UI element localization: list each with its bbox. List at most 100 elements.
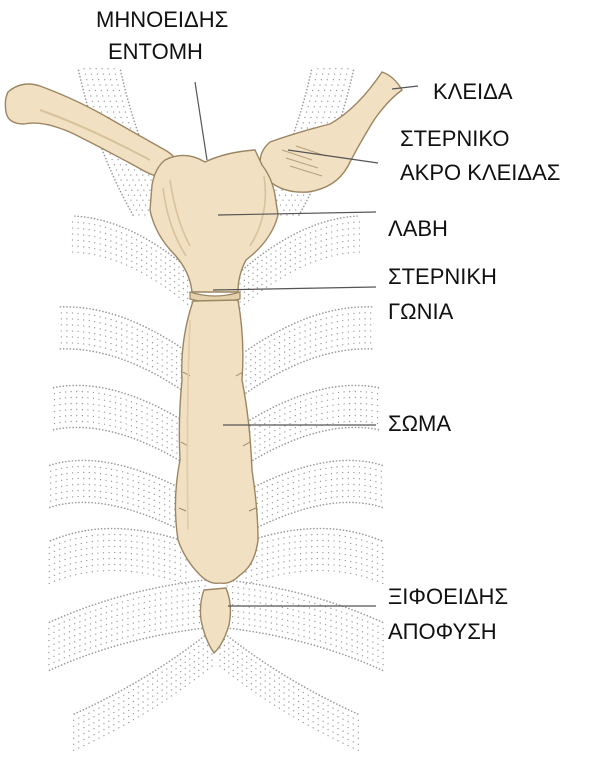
stipple-line (220, 630, 360, 715)
rib-cartilage-left-8 (72, 630, 212, 751)
label-sternal-angle: ΣΤΕΡΝΙΚΗ ΓΩΝΙΑ (388, 259, 497, 329)
stipple-line (246, 559, 384, 573)
rib-cartilage-right-5 (252, 460, 384, 530)
stipple-line (48, 622, 205, 665)
stipple-line (227, 598, 384, 641)
stipple-line (227, 586, 384, 629)
label-line: ΣΩΜΑ (388, 408, 451, 440)
label-suprasternal-notch: ΜΗΝΟΕΙΔΗΣ ΕΝΤΟΜΗ (96, 4, 228, 68)
stipple-line (252, 460, 384, 488)
rib-cartilage-right-8 (220, 630, 360, 751)
stipple-line (252, 478, 384, 506)
stipple-line (252, 466, 384, 494)
stipple-line (48, 472, 180, 500)
stipple-line (48, 598, 205, 641)
label-line: ΛΑΒΗ (388, 213, 448, 245)
stipple-line (48, 496, 180, 524)
rib-cartilage-right-4 (250, 385, 380, 462)
stipple-line (48, 535, 186, 549)
label-line: ΕΝΤΟΜΗ (96, 36, 228, 68)
stipple-line (246, 565, 384, 579)
label-sternal-end-of-clavicle: ΣΤΕΡΝΙΚΟ ΑΚΡΟ ΚΛΕΙΔΑΣ (400, 122, 560, 190)
stipple-line (227, 628, 384, 671)
right-clavicle (260, 72, 402, 192)
stipple-line (227, 580, 384, 623)
stipple-line (252, 496, 384, 524)
stipple-line (48, 580, 205, 623)
label-line: ΑΠΟΦΥΣΗ (388, 614, 508, 649)
stipple-line (48, 616, 205, 659)
label-line: ΜΗΝΟΕΙΔΗΣ (96, 4, 228, 36)
stipple-line (246, 541, 384, 555)
stipple-line (220, 654, 360, 739)
stipple-line (227, 604, 384, 647)
stipple-line (252, 484, 384, 512)
stipple-line (246, 571, 384, 585)
stipple-line (72, 654, 212, 739)
rib-cartilage-left-7 (48, 580, 205, 671)
stipple-line (72, 630, 212, 715)
left-clavicle (5, 84, 177, 177)
leader-suprasternal-notch (195, 82, 207, 160)
stipple-line (246, 535, 384, 549)
stipple-line (48, 553, 186, 567)
stipple-line (48, 559, 186, 573)
stipple-line (246, 553, 384, 567)
label-manubrium: ΛΑΒΗ (388, 213, 448, 245)
rib-cartilage-left-3 (58, 307, 186, 393)
stipple-line (48, 565, 186, 579)
rib-cartilage-left-5 (48, 460, 180, 530)
right-clavicle-shape (260, 72, 402, 192)
stipple-line (48, 529, 186, 543)
stipple-line (252, 502, 384, 530)
label-line: ΚΛΕΙΔΑ (433, 76, 513, 108)
label-line: ΓΩΝΙΑ (388, 294, 497, 329)
stipple-line (48, 541, 186, 555)
label-line: ΣΤΕΡΝΙΚΗ (388, 259, 497, 294)
label-line: ΞΙΦΟΕΙΔΗΣ (388, 579, 508, 614)
stipple-line (48, 466, 180, 494)
label-clavicle: ΚΛΕΙΔΑ (433, 76, 513, 108)
manubrium (150, 150, 278, 292)
stipple-line (227, 616, 384, 659)
stipple-line (48, 460, 180, 488)
stipple-line (72, 648, 212, 733)
label-line: ΑΚΡΟ ΚΛΕΙΔΑΣ (400, 156, 560, 190)
sternum-body (175, 300, 258, 583)
stipple-line (72, 642, 212, 727)
rib-cartilage-left-6 (48, 529, 186, 585)
stipple-line (58, 349, 186, 393)
stipple-line (48, 502, 180, 530)
stipple-line (240, 252, 360, 308)
stipple-line (72, 660, 212, 745)
label-xiphoid-process: ΞΙΦΟΕΙΔΗΣ ΑΠΟΦΥΣΗ (388, 579, 508, 649)
rib-cartilage-right-3 (246, 307, 374, 393)
stipple-line (48, 484, 180, 512)
stipple-line (48, 604, 205, 647)
stipple-line (220, 648, 360, 733)
stipple-line (48, 571, 186, 585)
stipple-line (220, 660, 360, 745)
rib-cartilage-left-4 (52, 385, 182, 462)
stipple-line (252, 490, 384, 518)
stipple-line (227, 622, 384, 665)
stipple-line (246, 529, 384, 543)
stipple-line (246, 547, 384, 561)
rib-cartilage-right-7 (227, 580, 384, 671)
stipple-line (227, 592, 384, 635)
stipple-line (48, 490, 180, 518)
stipple-line (252, 472, 384, 500)
label-line: ΣΤΕΡΝΙΚΟ (400, 122, 560, 156)
label-body: ΣΩΜΑ (388, 408, 451, 440)
stipple-line (48, 547, 186, 561)
stipple-line (220, 642, 360, 727)
stipple-line (48, 586, 205, 629)
stipple-line (246, 349, 374, 393)
rib-cartilage-right-6 (246, 529, 384, 585)
stipple-line (48, 628, 205, 671)
stipple-line (72, 252, 192, 308)
xiphoid-process (200, 588, 230, 653)
stipple-line (48, 592, 205, 635)
